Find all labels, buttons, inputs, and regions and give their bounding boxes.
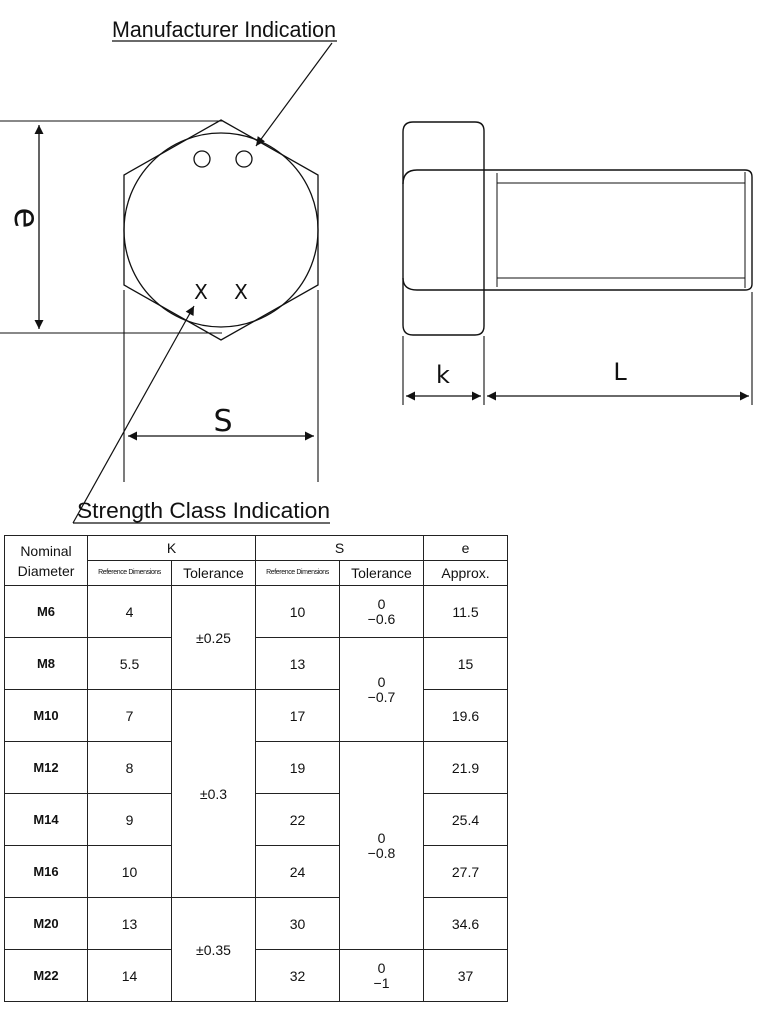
manufacturer-indication-label: Manufacturer Indication	[112, 17, 336, 42]
dimension-s	[123, 290, 319, 482]
k-ref-cell: 8	[87, 741, 172, 794]
k-reference-header: Reference Dimensions	[87, 560, 172, 586]
chamfer-circle	[123, 132, 319, 328]
e-cell: 15	[423, 637, 508, 690]
s-tolerance-cell: 0−0.6	[339, 585, 424, 638]
hex-head-side	[402, 121, 485, 336]
k-tolerance-cell: ±0.25	[171, 585, 256, 690]
bolt-head-top-view	[123, 119, 319, 341]
s-tolerance-cell: 0−0.7	[339, 637, 424, 742]
nominal-cell: M8	[4, 637, 88, 690]
e-cell: 27.7	[423, 845, 508, 898]
e-cell: 37	[423, 949, 508, 1002]
dimension-e-label: e	[6, 208, 46, 229]
s-header: S	[255, 535, 424, 561]
nominal-cell: M20	[4, 897, 88, 950]
table-row: M20 13 ±0.35 30 34.6	[4, 897, 508, 1002]
table-row: M12 8 19 0−0.8 21.9	[4, 741, 508, 950]
s-tolerance-header: Tolerance	[339, 560, 424, 586]
s-tolerance-cell: 0−0.8	[339, 741, 424, 950]
s-ref-cell: 10	[255, 585, 340, 638]
k-tolerance-header: Tolerance	[171, 560, 256, 586]
s-ref-cell: 30	[255, 897, 340, 950]
strength-class-indication-label: Strength Class Indication	[77, 498, 330, 523]
e-cell: 11.5	[423, 585, 508, 638]
manufacturer-mark-circle-left	[193, 150, 211, 168]
k-ref-cell: 4	[87, 585, 172, 638]
s-ref-cell: 22	[255, 793, 340, 846]
bolt-side-view	[402, 121, 753, 336]
nominal-cell: M10	[4, 689, 88, 742]
s-ref-cell: 13	[255, 637, 340, 690]
e-cell: 25.4	[423, 793, 508, 846]
nominal-cell: M12	[4, 741, 88, 794]
k-tolerance-cell: ±0.35	[171, 897, 256, 1002]
table-row: M10 7 ±0.3 17 19.6	[4, 689, 508, 898]
table-row: M16 10 24 27.7	[4, 845, 508, 898]
dimension-e	[0, 120, 222, 334]
e-header: e	[423, 535, 508, 561]
k-ref-cell: 5.5	[87, 637, 172, 690]
table-row: M8 5.5 13 0−0.7 15	[4, 637, 508, 742]
s-tolerance-cell: 0−1	[339, 949, 424, 1002]
k-ref-cell: 7	[87, 689, 172, 742]
k-header: K	[87, 535, 256, 561]
k-ref-cell: 13	[87, 897, 172, 950]
strength-callout	[72, 305, 330, 524]
e-cell: 34.6	[423, 897, 508, 950]
nominal-cell: M16	[4, 845, 88, 898]
s-ref-cell: 32	[255, 949, 340, 1002]
s-ref-cell: 24	[255, 845, 340, 898]
e-approx-header: Approx.	[423, 560, 508, 586]
hex-outline	[123, 119, 319, 341]
k-ref-cell: 10	[87, 845, 172, 898]
e-cell: 19.6	[423, 689, 508, 742]
s-reference-header: Reference Dimensions	[255, 560, 340, 586]
strength-mark-left: X	[194, 280, 208, 304]
manufacturer-callout	[112, 40, 337, 147]
nominal-cell: M22	[4, 949, 88, 1002]
manufacturer-mark-circle-right	[235, 150, 253, 168]
k-ref-cell: 14	[87, 949, 172, 1002]
dimension-k-label: k	[436, 361, 450, 389]
shank	[484, 169, 753, 291]
k-ref-cell: 9	[87, 793, 172, 846]
dimension-k-l	[402, 292, 753, 405]
s-ref-cell: 19	[255, 741, 340, 794]
strength-mark-right: X	[234, 280, 248, 304]
dimension-s-label: S	[213, 404, 232, 439]
table-row: M22 14 32 0−1 37	[4, 949, 508, 1002]
nominal-cell: M14	[4, 793, 88, 846]
dimension-l-label: L	[613, 358, 627, 386]
bolt-drawing: X X e S Manufacturer Indication Strength…	[0, 17, 753, 524]
k-tolerance-cell: ±0.3	[171, 689, 256, 898]
s-ref-cell: 17	[255, 689, 340, 742]
table-row: M6 4 ±0.25 10 0−0.6 11.5	[4, 585, 508, 690]
table-row: M14 9 22 25.4	[4, 793, 508, 846]
e-cell: 21.9	[423, 741, 508, 794]
nominal-cell: M6	[4, 585, 88, 638]
